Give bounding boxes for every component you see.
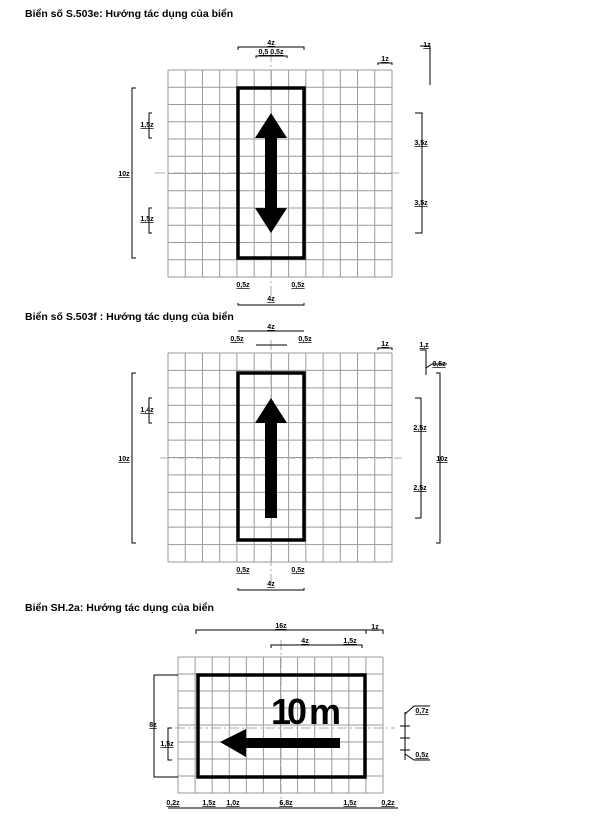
dim-label: 1,5z bbox=[140, 216, 154, 223]
dim-label: 10z bbox=[118, 456, 130, 463]
dim-label: 0,2z bbox=[166, 800, 180, 807]
dim-label: 0,2z bbox=[381, 800, 395, 807]
dim-label: 1,z bbox=[419, 342, 429, 349]
dim-label: 8z bbox=[149, 722, 157, 729]
dim-label: 0,5z bbox=[291, 282, 305, 289]
dim-label: 10z bbox=[118, 171, 130, 178]
left-arrow-icon bbox=[220, 729, 340, 757]
dim-label: 0,5z bbox=[415, 752, 429, 759]
dim-label: 1,5z bbox=[140, 122, 154, 129]
dim-label: 0,5z bbox=[298, 336, 312, 343]
up-arrow-icon bbox=[255, 398, 287, 518]
dim-label: 1z bbox=[423, 42, 431, 49]
dim-label: 4z bbox=[267, 581, 275, 588]
dim-label: 1,0z bbox=[226, 800, 240, 807]
dimension-lines bbox=[131, 45, 431, 306]
dim-label: 3,5z bbox=[414, 140, 428, 147]
dim-label: 1,5z bbox=[343, 638, 357, 645]
dim-label: 2,5z bbox=[413, 425, 427, 432]
sign-frame bbox=[236, 371, 306, 542]
dim-label: 1z bbox=[371, 624, 379, 631]
dim-label: 0,5z bbox=[236, 282, 250, 289]
dim-label: 10z bbox=[436, 456, 448, 463]
section-title-sh2a: Biển SH.2a: Hướng tác dụng của biển bbox=[25, 602, 214, 614]
dim-label: 1,5z bbox=[160, 741, 174, 748]
dim-label: 1,4z bbox=[140, 407, 154, 414]
double-arrow-icon bbox=[255, 113, 287, 233]
sign-frame bbox=[236, 86, 306, 260]
dimension-lines bbox=[153, 629, 430, 809]
dim-label: 1z bbox=[381, 341, 389, 348]
dim-label: 0,5z bbox=[291, 567, 305, 574]
dim-label: 1z bbox=[381, 56, 389, 63]
dim-label: 6,8z bbox=[279, 800, 293, 807]
dim-label: 4z bbox=[301, 638, 309, 645]
section-title-s503e: Biển số S.503e: Hướng tác dụng của biển bbox=[25, 8, 233, 20]
dim-label: 16z bbox=[275, 623, 287, 630]
section-title-s503f: Biển số S.503f : Hướng tác dụng của biển bbox=[25, 311, 234, 323]
dim-label: 0,5z bbox=[236, 567, 250, 574]
sign-frame bbox=[196, 673, 367, 779]
dim-label: 4z bbox=[267, 40, 275, 47]
dim-label: 0,5z bbox=[432, 361, 446, 368]
dim-label: 0,7z bbox=[415, 708, 429, 715]
dim-label: 1,5z bbox=[343, 800, 357, 807]
sign-text: 10 m bbox=[271, 691, 341, 732]
dim-label: 3,5z bbox=[414, 200, 428, 207]
dim-label: 0,5 0,5z bbox=[259, 49, 284, 56]
dimension-lines bbox=[131, 330, 447, 591]
dim-label: 1,5z bbox=[202, 800, 216, 807]
dim-label: 4z bbox=[267, 296, 275, 303]
dim-label: 4z bbox=[267, 324, 275, 331]
dim-label: 0,5z bbox=[230, 336, 244, 343]
dim-label: 2,5z bbox=[413, 485, 427, 492]
